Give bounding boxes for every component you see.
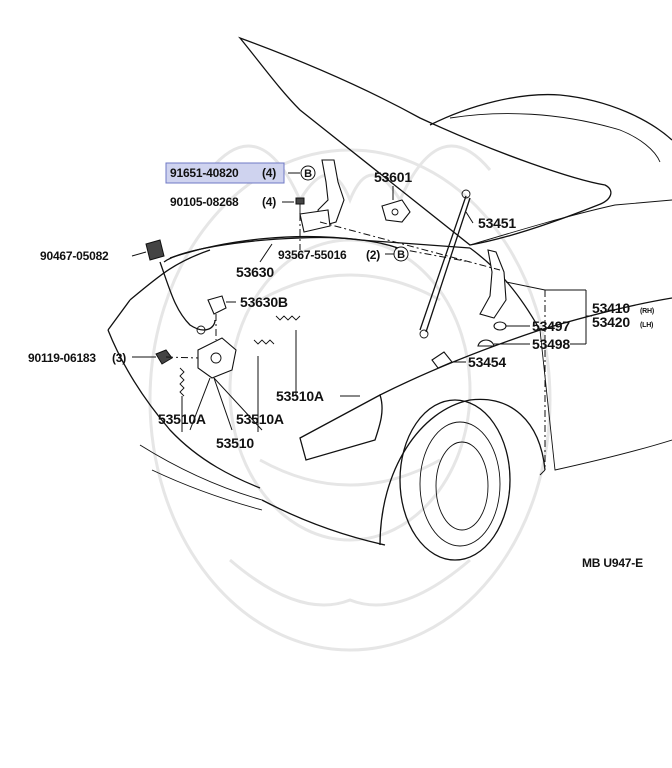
selected-part-highlight: [165, 162, 285, 184]
label-91651[interactable]: 91651-40820: [170, 166, 239, 180]
label-53498[interactable]: 53498: [532, 336, 571, 352]
svg-text:B: B: [397, 249, 405, 261]
label-53630b[interactable]: 53630B: [240, 294, 288, 310]
spring-right: [275, 315, 301, 321]
bolt-90105: [295, 197, 305, 214]
svg-text:B: B: [304, 168, 312, 180]
label-53510a-mid[interactable]: 53510A: [236, 411, 284, 427]
marker-b-upper: B: [300, 165, 316, 181]
car-body-outline: [107, 36, 672, 561]
hinge-bracket-left: [299, 209, 331, 233]
clip-90467: [145, 239, 165, 261]
label-90105-qty: (4): [262, 195, 276, 209]
hood-support-rod: [419, 195, 467, 331]
label-53510a-left[interactable]: 53510A: [158, 411, 206, 427]
leader-lines: [131, 172, 592, 470]
label-90119-qty: (3): [112, 351, 126, 365]
cable-clamp: [207, 295, 227, 315]
spring-left: [179, 367, 185, 397]
hood-hinge-right: [479, 249, 507, 319]
label-90467[interactable]: 90467-05082: [40, 249, 109, 263]
hood-lock-assembly: [197, 337, 237, 379]
part-labels: 91651-40820 (4) 90105-08268 (4) 53601 53…: [28, 166, 654, 570]
label-53497[interactable]: 53497: [532, 318, 571, 334]
nut-90119: [155, 349, 173, 365]
label-90119[interactable]: 90119-06183: [28, 351, 97, 365]
label-53420[interactable]: 53420: [592, 314, 631, 330]
label-53601[interactable]: 53601: [374, 169, 413, 185]
label-53451[interactable]: 53451: [478, 215, 517, 231]
label-53510a-right[interactable]: 53510A: [276, 388, 324, 404]
marker-b-lower: B: [393, 246, 409, 262]
label-93567[interactable]: 93567-55016: [278, 248, 347, 262]
label-53454[interactable]: 53454: [468, 354, 507, 370]
hood-lock-striker: [381, 199, 411, 223]
spring-mid: [253, 339, 275, 345]
label-91651-qty: (4): [262, 166, 276, 180]
parts: [145, 159, 507, 397]
label-93567-qty: (2): [366, 248, 380, 262]
hood-bumper-53454: [431, 351, 453, 369]
label-53630[interactable]: 53630: [236, 264, 275, 280]
cushion-53497: [493, 321, 507, 331]
label-53510[interactable]: 53510: [216, 435, 255, 451]
cushion-53498: [477, 339, 495, 347]
hood-release-cable: [159, 261, 216, 331]
label-53410[interactable]: 53410: [592, 300, 631, 316]
label-90105[interactable]: 90105-08268: [170, 195, 239, 209]
diagram-code: MB U947-E: [582, 556, 643, 570]
label-53410-side: (RH): [640, 308, 654, 315]
label-53420-side: (LH): [640, 322, 653, 329]
